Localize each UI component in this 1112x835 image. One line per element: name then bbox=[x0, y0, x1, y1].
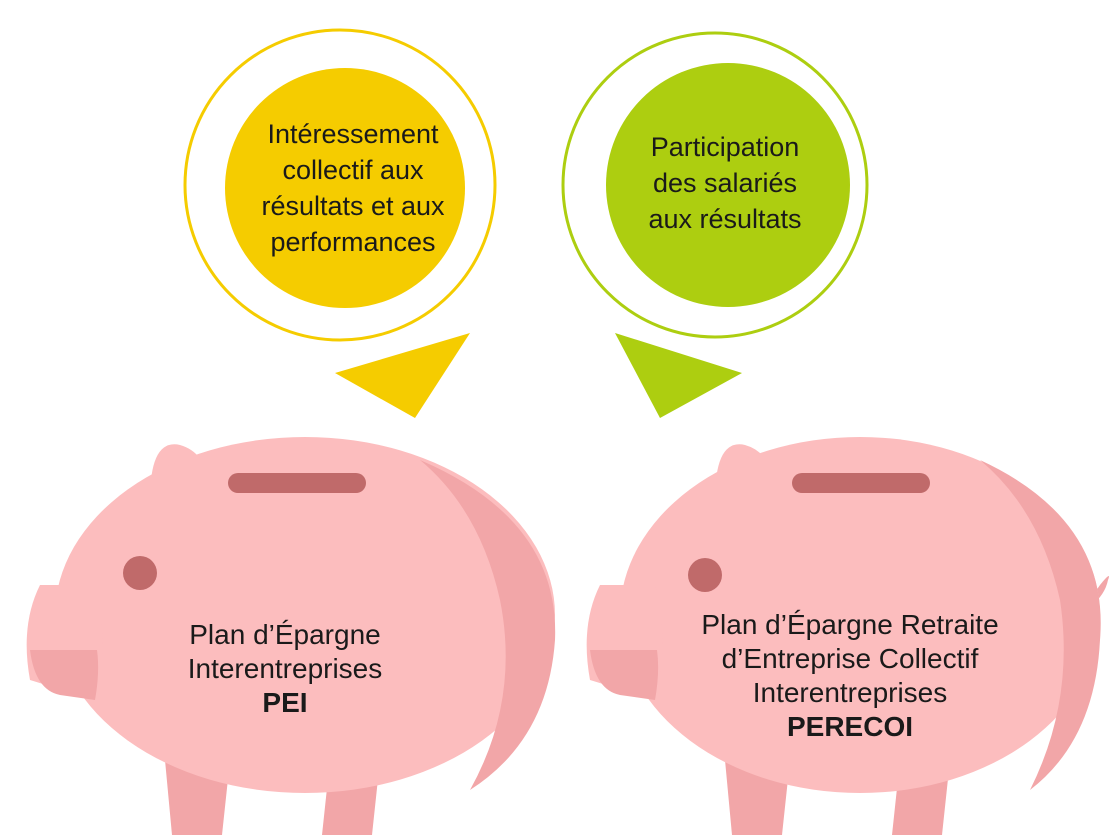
piggy-bank-right-line: Plan d’Épargne Retraite bbox=[701, 609, 999, 640]
piggy-bank-right-line: d’Entreprise Collectif bbox=[721, 643, 979, 674]
bubble-right bbox=[561, 31, 869, 418]
piggy-bank-right-acronym: PERECOI bbox=[786, 711, 914, 742]
bubble-left-label: Intéressement collectif aux résultats et… bbox=[223, 112, 483, 264]
bubble-left bbox=[183, 28, 497, 418]
bubble-left-line: Intéressement bbox=[267, 119, 439, 149]
piggy-bank-right-line: Interentreprises bbox=[752, 677, 948, 708]
bubble-left-line: performances bbox=[270, 227, 436, 257]
piggy-bank-left-acronym: PEI bbox=[262, 687, 308, 718]
bubble-right-line: des salariés bbox=[652, 168, 798, 198]
piggy-bank-left-line: Plan d’Épargne bbox=[189, 619, 381, 650]
piggy-bank-left-line: Interentreprises bbox=[187, 653, 383, 684]
bubble-right-line: aux résultats bbox=[648, 204, 802, 234]
piggy-bank-right-label: Plan d’Épargne Retraite d’Entreprise Col… bbox=[640, 608, 1060, 744]
bubble-left-line: collectif aux bbox=[282, 155, 424, 185]
bubble-left-line: résultats et aux bbox=[261, 191, 445, 221]
bubble-right-label: Participation des salariés aux résultats bbox=[595, 128, 855, 238]
bubble-right-line: Participation bbox=[650, 132, 800, 162]
piggy-bank-left-label: Plan d’Épargne Interentreprises PEI bbox=[145, 618, 425, 720]
piggy-bank-right bbox=[586, 437, 1109, 835]
piggy-bank-left bbox=[26, 437, 556, 835]
